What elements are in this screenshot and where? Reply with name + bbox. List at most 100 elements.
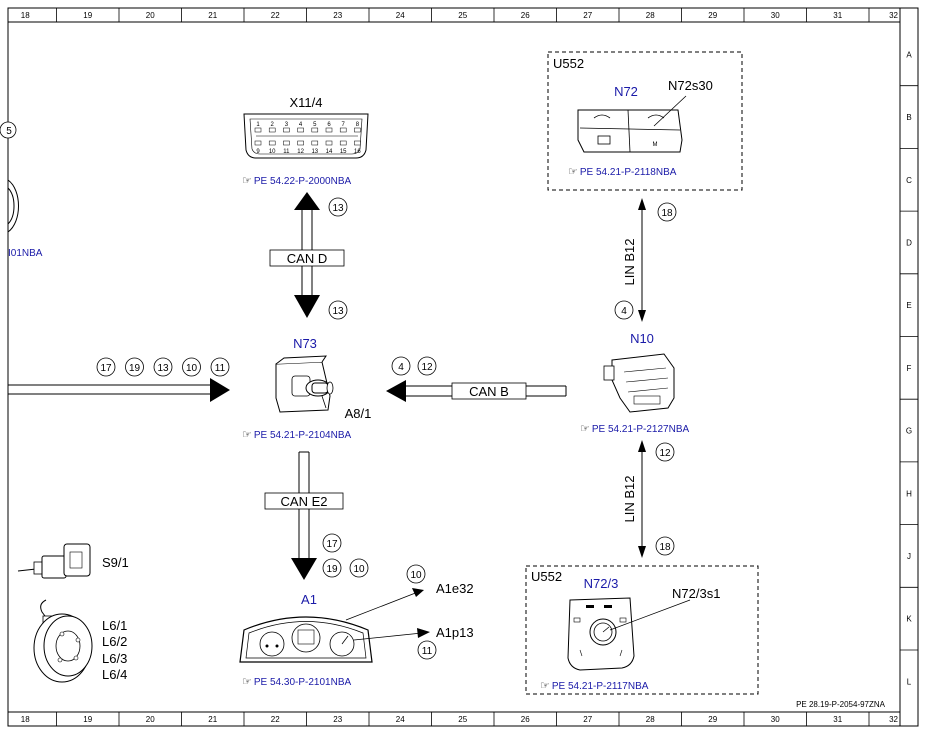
n73-sub-label: A8/1 xyxy=(345,406,372,421)
signal-a1-out2: 11 xyxy=(422,646,433,657)
n73-label: N73 xyxy=(293,336,317,351)
x11-pin-number: 13 xyxy=(311,149,318,155)
lin-b12-top-link: LIN B12 18 4 xyxy=(614,198,677,322)
n72-3-ref: ☞PE 54.21-P-2117NBA xyxy=(540,680,649,692)
row-label: E xyxy=(906,301,911,310)
n73-ref: ☞PE 54.21-P-2104NBA xyxy=(242,429,351,441)
column-label-top: 26 xyxy=(521,11,530,20)
column-label-top: 27 xyxy=(583,11,592,20)
n72-3s1-label: N72/3s1 xyxy=(672,586,720,601)
row-label: D xyxy=(906,238,912,247)
signal-left-bus: 10 xyxy=(186,363,198,374)
column-label-top: 25 xyxy=(458,11,467,20)
signal-circle xyxy=(182,357,201,377)
n72-3-label: N72/3 xyxy=(584,576,619,591)
row-label: L xyxy=(907,677,912,686)
x11-pin-number: 2 xyxy=(271,122,275,128)
column-label-bottom: 20 xyxy=(146,715,155,724)
column-label-bottom: 24 xyxy=(396,715,405,724)
x11-pin-top xyxy=(311,127,319,133)
signal-a1-out1: 10 xyxy=(410,570,422,581)
left-partial-circle: 5 xyxy=(6,126,12,137)
n72s30-label: N72s30 xyxy=(668,78,713,93)
x11-pin-number: 7 xyxy=(342,122,346,128)
x11-pin-bottom xyxy=(254,140,262,146)
n72-control-panel[interactable]: N72 M N72s30 ☞PE 54.21-P-2118NBA xyxy=(568,78,713,178)
x11-pin-number: 11 xyxy=(283,149,290,155)
n72-3-rotary-switch[interactable]: N72/3 N72/3s1 ☞PE 54.21-P-2117NBA xyxy=(540,576,720,692)
column-label-top: 29 xyxy=(708,11,717,20)
s9-1-switch[interactable]: S9/1 xyxy=(17,543,129,579)
a1-out2-label: A1p13 xyxy=(436,625,474,640)
x11-pin-bottom xyxy=(325,140,333,146)
s9-1-label: S9/1 xyxy=(102,555,129,570)
x11-pin-number: 14 xyxy=(326,149,333,155)
x11-pin-number: 8 xyxy=(356,122,360,128)
column-label-bottom: 25 xyxy=(458,715,467,724)
x11-pin-number: 4 xyxy=(299,122,303,128)
column-label-bottom: 22 xyxy=(271,715,280,724)
n10-label: N10 xyxy=(630,331,654,346)
x11-pin-number: 15 xyxy=(340,149,347,155)
can-e2-link: CAN E2 17 19 10 xyxy=(264,451,369,580)
column-label-bottom: 29 xyxy=(708,715,717,724)
x11-pin-bottom xyxy=(311,140,319,146)
column-label-bottom: 23 xyxy=(333,715,342,724)
column-label-bottom: 27 xyxy=(583,715,592,724)
row-label: K xyxy=(906,615,912,624)
n72-key-m: M xyxy=(653,142,658,148)
signal-can-d-top: 13 xyxy=(332,203,344,214)
row-label: G xyxy=(906,427,912,436)
x11-4-label: X11/4 xyxy=(289,95,322,110)
can-e2-label: CAN E2 xyxy=(281,494,328,509)
column-label-bottom: 18 xyxy=(21,715,30,724)
x11-pin-number: 9 xyxy=(256,149,260,155)
row-dividers xyxy=(900,85,918,651)
column-label-top: 30 xyxy=(771,11,780,20)
signal-circle xyxy=(125,357,144,377)
lin-b12-bottom-label: LIN B12 xyxy=(622,476,637,523)
n10-control-unit[interactable]: N10 ☞PE 54.21-P-2127NBA xyxy=(580,331,689,435)
n10-ref: ☞PE 54.21-P-2127NBA xyxy=(580,423,689,435)
l6-wheel-speed-sensor[interactable]: L6/1 L6/2 L6/3 L6/4 xyxy=(33,599,127,683)
column-label-bottom: 19 xyxy=(83,715,92,724)
u552-bottom-group: U552 xyxy=(525,565,759,695)
row-label: B xyxy=(906,113,911,122)
column-label-top: 32 xyxy=(889,11,898,20)
a1-instrument-cluster[interactable]: A1 ☞PE 54.30-P-2101NBA A1e32 A1p13 10 11 xyxy=(239,564,474,688)
x11-4-ref: ☞PE 54.22-P-2000NBA xyxy=(242,175,351,187)
can-d-label: CAN D xyxy=(287,251,327,266)
column-label-bottom: 28 xyxy=(646,715,655,724)
x11-pin-number: 16 xyxy=(354,149,361,155)
row-label: C xyxy=(906,176,912,185)
column-label-bottom: 32 xyxy=(889,715,898,724)
signal-circle xyxy=(153,357,173,377)
l6-1-label: L6/1 xyxy=(102,618,127,633)
x11-pin-top xyxy=(268,127,276,133)
n72-label: N72 xyxy=(614,84,638,99)
x11-pin-number: 10 xyxy=(269,149,276,155)
column-label-top: 28 xyxy=(646,11,655,20)
column-label-bottom: 26 xyxy=(521,715,530,724)
a1-label: A1 xyxy=(301,592,317,607)
lin-b12-bottom-link: LIN B12 12 18 xyxy=(622,440,675,558)
column-dividers xyxy=(56,8,870,726)
a1-out1-label: A1e32 xyxy=(436,581,474,596)
column-label-top: 23 xyxy=(333,11,342,20)
signal-left-bus: 11 xyxy=(215,363,226,374)
l6-4-label: L6/4 xyxy=(102,667,127,682)
row-label: A xyxy=(906,50,912,59)
column-label-bottom: 30 xyxy=(771,715,780,724)
n73-ignition-switch[interactable]: N73 A8/1 ☞PE 54.21-P-2104NBA xyxy=(242,336,371,441)
x11-pin-number: 6 xyxy=(327,122,331,128)
signal-lin-top-lower: 4 xyxy=(621,306,627,317)
left-partial-ref: I01NBA xyxy=(8,248,43,259)
signal-left-bus: 13 xyxy=(157,363,169,374)
left-partial-component: 5 I01NBA xyxy=(0,121,43,259)
x11-pin-top xyxy=(283,127,290,133)
